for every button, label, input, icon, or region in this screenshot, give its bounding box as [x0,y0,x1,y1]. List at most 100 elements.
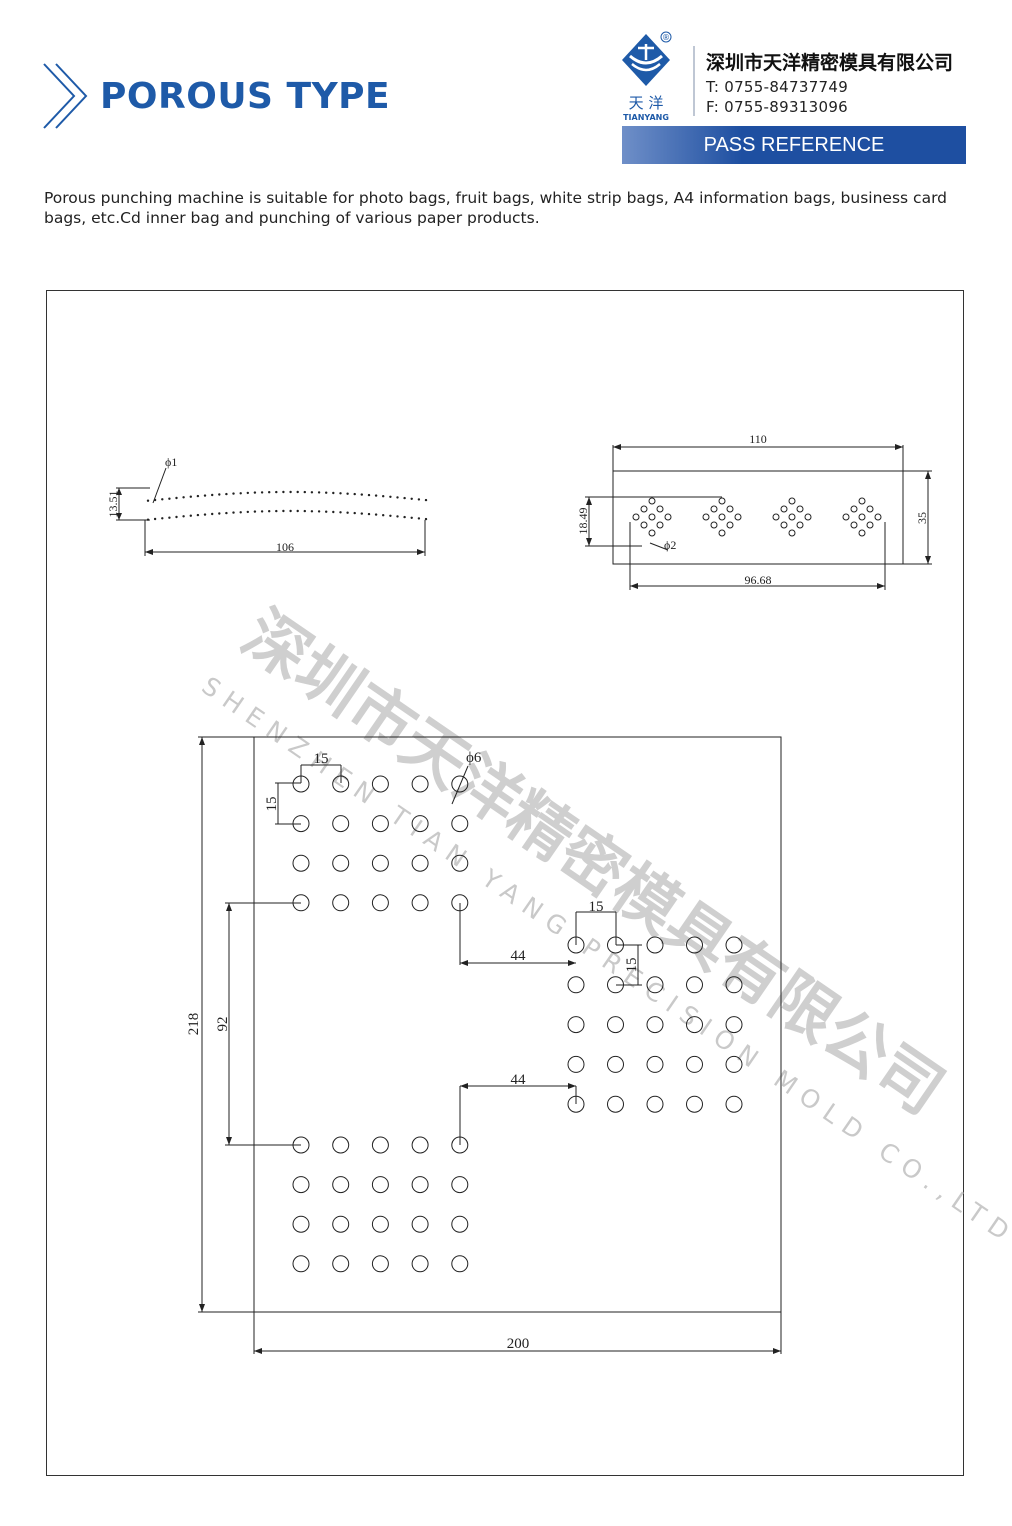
tiny-hole [353,511,356,515]
large-hole [725,976,743,994]
dimension-labels: ϕ1 13.51 106 110 35 18.49 96.68 ϕ2 ϕ6 15… [106,432,929,1352]
curved-hole-rows [146,490,428,521]
company-name: 深圳市天洋精密模具有限公司 [706,52,954,74]
tiny-hole [225,492,228,496]
tianyang-logo-icon: ® 天 洋 TIANYANG [622,31,672,122]
large-hole [646,1016,664,1034]
tiny-hole [182,496,185,499]
large-hole [371,1176,389,1194]
small-hole [734,513,742,521]
small-hole [804,513,812,521]
tiny-hole [268,510,271,513]
tiny-hole [346,511,349,514]
registered-mark: ® [662,33,670,42]
small-hole [648,513,656,521]
tiny-hole [360,493,363,496]
large-hole [371,1215,389,1233]
large-hole [451,1255,469,1273]
small-hole [702,513,710,521]
large-hole [411,1136,429,1154]
large-hole [686,1016,703,1034]
tiny-hole [339,492,342,495]
d2-offset-label: 18.49 [576,508,590,535]
large-hole [332,1255,350,1273]
tiny-hole [367,493,371,497]
tiny-hole [246,510,249,514]
tiny-hole [396,496,399,499]
logo-text-cn: 天 洋 [629,94,664,112]
tiny-hole [310,510,314,513]
large-hole [411,854,429,872]
large-hole [411,1255,429,1273]
tiny-hole [410,516,413,519]
tiny-hole [289,509,292,513]
tiny-hole [175,515,178,519]
large-hole [567,1055,585,1073]
small-hole [858,497,866,505]
tiny-hole [403,496,406,500]
large-hole [607,936,624,954]
small-hole [710,505,718,513]
small-hole [866,521,874,529]
large-hole [411,1176,429,1194]
small-hole [640,505,648,513]
tiny-hole [303,490,306,494]
large-hole [686,936,703,954]
small-hole [842,513,850,521]
tiny-hole [296,509,299,513]
tiny-hole [382,514,385,517]
tiny-hole [203,494,207,497]
fax-number: F: 0755-89313096 [706,98,849,116]
tiny-hole [389,514,392,517]
small-hole [858,529,866,537]
tiny-hole [275,490,278,494]
small-hole [780,521,788,529]
d3-pitch-x-label: 15 [314,751,329,767]
tiny-hole [332,510,335,514]
large-hole [371,775,389,793]
tiny-hole [182,515,185,518]
pass-reference-banner: PASS REFERENCE [622,126,966,164]
large-hole [332,775,350,793]
large-hole [371,894,389,912]
large-hole [451,1215,469,1233]
tiny-hole [317,491,321,494]
drawing-hole-grid [198,736,782,1354]
large-hole [451,815,469,833]
d3-pitch-y2-label: 15 [624,958,640,973]
large-hole [332,1136,350,1154]
large-hole [451,854,469,872]
phone-number: T: 0755-84737749 [706,78,849,96]
small-hole [648,497,656,505]
large-hole [371,854,389,872]
large-hole [607,1055,624,1073]
small-hole [788,497,796,505]
d3-height-label: 218 [186,1013,202,1036]
large-hole [607,976,624,994]
small-hole [788,529,796,537]
large-hole [567,976,585,994]
double-chevron-icon [43,63,88,129]
small-hole [850,505,858,513]
tiny-hole [339,511,342,514]
tiny-hole [146,499,150,502]
company-logo: ® 天 洋 TIANYANG [620,30,682,122]
tiny-hole [360,512,363,515]
large-hole [411,894,429,912]
large-hole [292,1255,310,1273]
d3-diameter-label: ϕ6 [466,750,482,766]
tiny-hole [196,494,200,498]
small-hole [858,513,866,521]
tiny-hole [232,511,235,514]
header-divider [693,46,695,116]
d3-offset-b-label: 44 [511,1072,527,1088]
large-hole [332,854,350,872]
tiny-hole [196,513,200,517]
large-hole [332,1215,350,1233]
small-hole [648,529,656,537]
d3-pitch-x2-label: 15 [589,899,604,915]
d2-width-label: 110 [749,432,767,446]
small-hole [656,505,664,513]
large-hole [371,1255,389,1273]
